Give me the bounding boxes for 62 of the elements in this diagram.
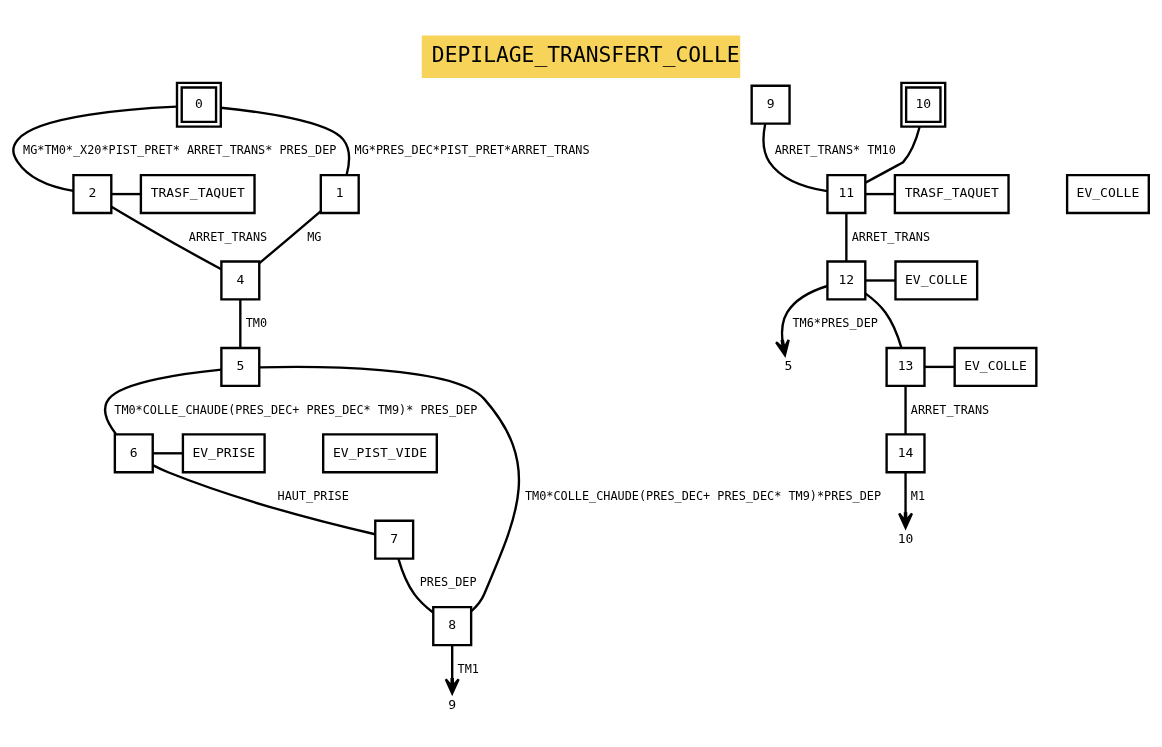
connector	[904, 385, 907, 434]
edge-label: ARRET_TRANS	[851, 229, 931, 244]
edge-label: TM0	[245, 315, 268, 330]
connector	[152, 451, 183, 454]
arrow	[897, 471, 914, 529]
arrow	[444, 644, 460, 695]
node-box: 11	[826, 173, 867, 214]
edge-label: ARRET_TRANS* TM10	[774, 142, 896, 157]
node-box: 2	[72, 173, 113, 214]
node-box: 8	[432, 605, 473, 646]
connector	[110, 205, 222, 270]
node-box: 0	[175, 81, 222, 128]
node-box: 7	[374, 519, 415, 560]
connector	[924, 365, 955, 368]
edge-label: MG*PRES_DEC*PIST_PRET*ARRET_TRANS	[354, 142, 590, 157]
node-box: TRASF_TAQUET	[893, 173, 1010, 214]
connector	[762, 123, 828, 192]
node-box: 5	[220, 346, 261, 387]
node-text: 9	[448, 696, 457, 712]
node-box: EV_PRISE	[181, 432, 266, 473]
connector	[865, 192, 895, 195]
edge-label: M1	[910, 488, 926, 503]
edge-label: ARRET_TRANS	[188, 229, 268, 244]
connector	[397, 558, 434, 613]
connector	[864, 126, 921, 184]
arrow	[774, 284, 828, 356]
connector	[12, 104, 177, 192]
edge-label: TM0*COLLE_CHAUDE(PRES_DEC+ PRES_DEC* TM9)* PRES_DEP	[114, 402, 478, 417]
node-text: 10	[897, 530, 914, 546]
node-box: 10	[900, 81, 947, 128]
node-box: EV_COLLE	[1065, 173, 1150, 214]
connector	[152, 463, 376, 535]
node-box: 12	[826, 259, 867, 301]
edge-label: TM0*COLLE_CHAUDE(PRES_DEC+ PRES_DEC* TM9)*PRES_DEP	[524, 488, 882, 503]
edge-label: MG*TM0*_X20*PIST_PRET* ARRET_TRANS* PRES_DEP	[23, 142, 337, 157]
node-box: 14	[885, 432, 926, 473]
node-box: 13	[885, 346, 926, 387]
node-box: 9	[750, 84, 791, 125]
connector	[103, 368, 222, 435]
node-box: EV_COLLE	[894, 259, 979, 301]
connector	[258, 210, 322, 264]
edge-label: TM6*PRES_DEP	[792, 315, 878, 330]
edge-label: MG	[307, 229, 322, 244]
connector	[864, 291, 903, 348]
diagram-title: DEPILAGE_TRANSFERT_COLLE	[431, 41, 740, 67]
connector	[865, 278, 896, 282]
node-box: EV_COLLE	[953, 346, 1038, 387]
node-box: 4	[220, 259, 261, 301]
connector	[259, 365, 521, 612]
edge-label: HAUT_PRISE	[277, 488, 349, 503]
node-box: 1	[319, 173, 360, 214]
connector	[239, 299, 242, 348]
node-box: EV_PIST_VIDE	[322, 432, 438, 473]
connector	[111, 192, 141, 195]
edge-label: TM1	[457, 661, 479, 676]
connector	[220, 106, 351, 175]
edge-label: PRES_DEP	[419, 574, 477, 589]
edge-label: ARRET_TRANS	[910, 402, 990, 417]
connector	[845, 212, 848, 261]
node-box: TRASF_TAQUET	[139, 173, 256, 214]
node-box: 6	[113, 432, 154, 473]
node-text: 5	[784, 357, 793, 373]
